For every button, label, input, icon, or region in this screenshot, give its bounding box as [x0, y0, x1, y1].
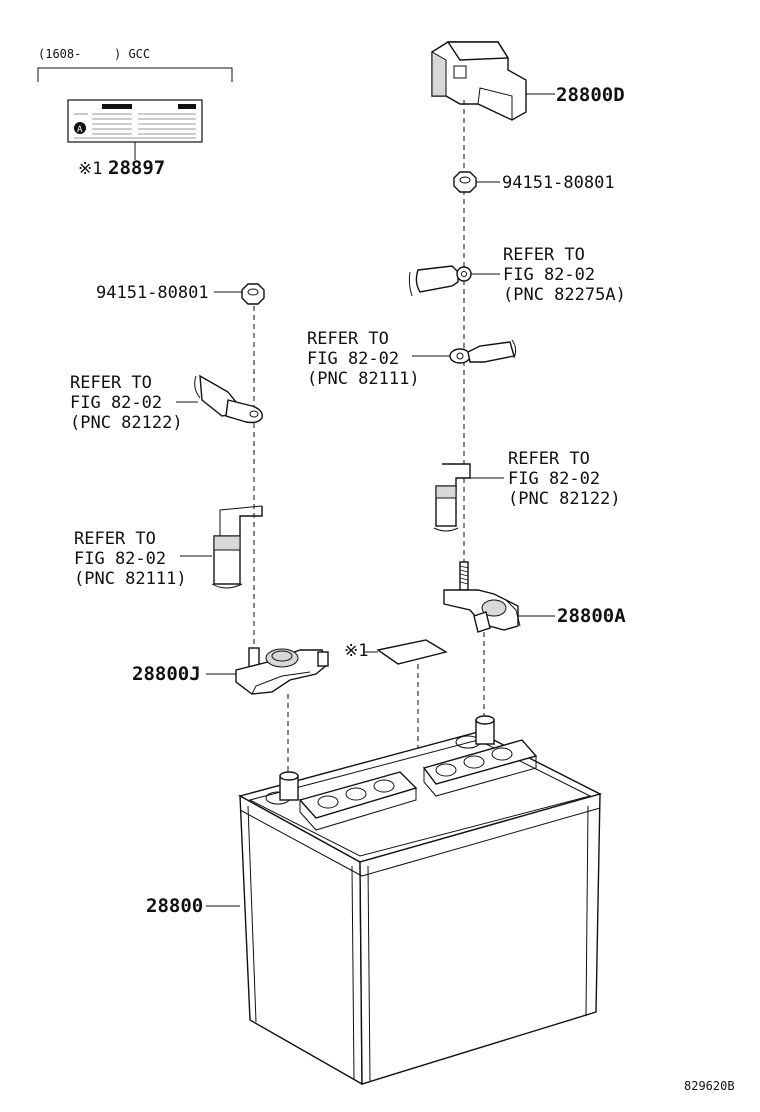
part-28800J-label: 28800J [132, 663, 201, 685]
part-28897-label: 28897 [108, 157, 165, 179]
ref-4-line2: FIG 82-02 [70, 393, 162, 413]
ref-2-line2: FIG 82-02 [307, 349, 399, 369]
nut-left[interactable] [241, 283, 265, 305]
cable-82111-right[interactable] [449, 339, 517, 364]
gcc-bracket: (1608- ) GCC [37, 47, 233, 82]
part-28800D-label: 28800D [556, 84, 625, 106]
ref-3-line3: (PNC 82122) [508, 489, 621, 509]
battery-28800[interactable] [238, 715, 602, 1086]
note-marker-battery: ※1 [344, 641, 368, 661]
nut-right[interactable] [453, 171, 477, 193]
ref-5-line3: (PNC 82111) [74, 569, 187, 589]
part-28800-label: 28800 [146, 895, 203, 917]
ref-3-line1: REFER TO [508, 449, 590, 469]
cable-82122-left[interactable] [194, 374, 263, 424]
ref-1-line1: REFER TO [503, 245, 585, 265]
cable-82111-left[interactable] [211, 505, 263, 589]
figure-code: 829620B [684, 1079, 735, 1093]
negative-clamp-28800J[interactable] [235, 647, 329, 695]
ref-1-line3: (PNC 82275A) [503, 285, 626, 305]
date-range-text: (1608- [38, 47, 81, 61]
label-sticker-28897[interactable]: A [67, 99, 203, 160]
part-nut-left-label: 94151-80801 [96, 283, 209, 303]
ref-4-line1: REFER TO [70, 373, 152, 393]
cable-82122-right[interactable] [433, 463, 471, 532]
part-nut-right-label: 94151-80801 [502, 173, 615, 193]
terminal-cover-28800D[interactable] [431, 41, 527, 121]
svg-text:A: A [77, 125, 83, 135]
positive-clamp-28800A[interactable] [443, 561, 521, 633]
ref-2-line1: REFER TO [307, 329, 389, 349]
ref-1-line2: FIG 82-02 [503, 265, 595, 285]
ref-4-line3: (PNC 82122) [70, 413, 183, 433]
sticker-placement[interactable] [376, 639, 448, 665]
ref-3-line2: FIG 82-02 [508, 469, 600, 489]
ref-5-line1: REFER TO [74, 529, 156, 549]
part-28800A-label: 28800A [557, 605, 626, 627]
cable-82275A[interactable] [408, 265, 472, 297]
region-text: ) GCC [114, 47, 150, 61]
ref-2-line3: (PNC 82111) [307, 369, 420, 389]
note-marker-sticker: ※1 [78, 159, 102, 179]
ref-5-line2: FIG 82-02 [74, 549, 166, 569]
